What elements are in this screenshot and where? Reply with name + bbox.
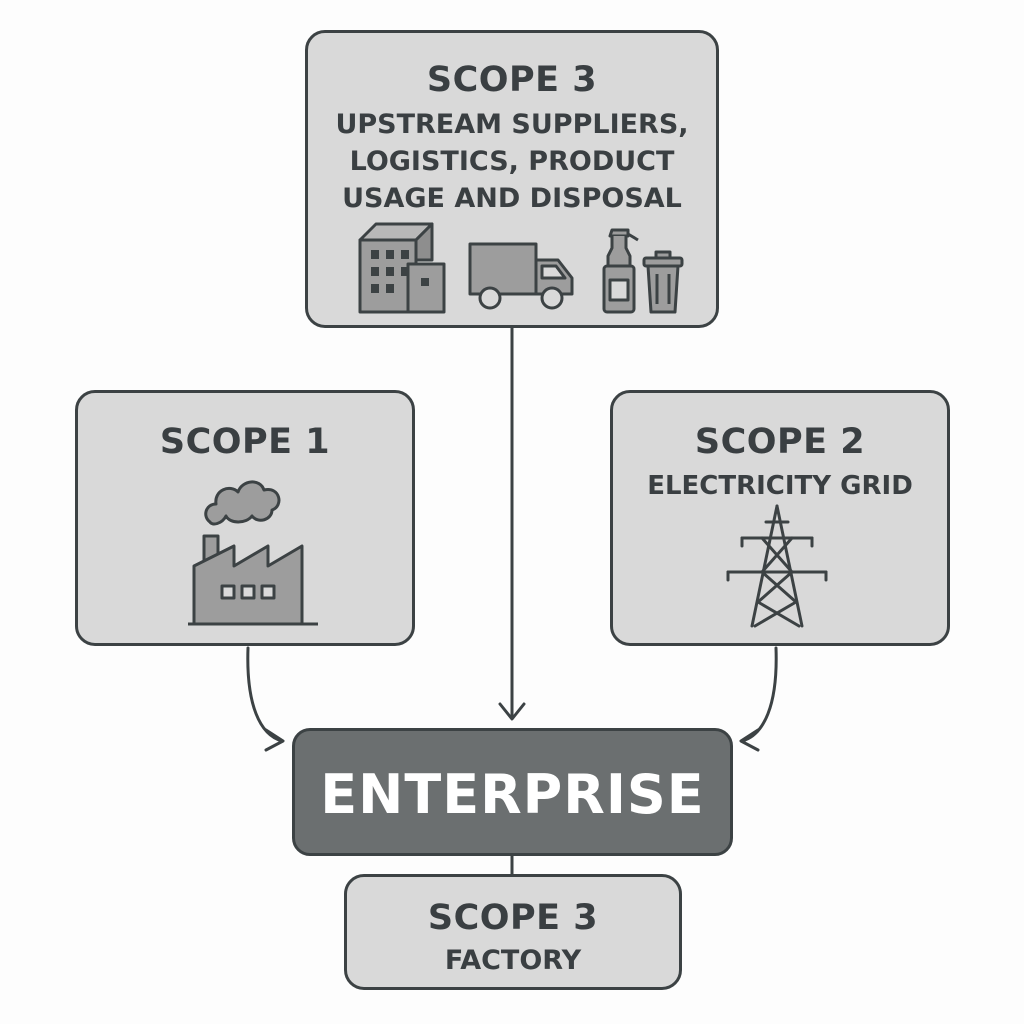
- building-icon: [358, 222, 446, 314]
- factory-icon: [188, 480, 318, 626]
- scope3-line-2: LOGISTICS, PRODUCT: [349, 146, 675, 177]
- arrow-scope1-to-enterprise: [246, 646, 284, 743]
- scope3-factory-box: SCOPE 3 FACTORY: [344, 874, 682, 990]
- power-pylon-icon: [726, 504, 828, 628]
- scope3-factory-subtitle: FACTORY: [444, 945, 582, 976]
- scope3-line-3: USAGE AND DISPOSAL: [342, 183, 682, 214]
- scope3-factory-title: SCOPE 3: [427, 898, 599, 938]
- enterprise-title: ENTERPRISE: [320, 763, 705, 826]
- arrow-scope2-to-enterprise: [740, 646, 778, 743]
- spray-bottle-icon: [602, 228, 639, 314]
- scope2-title: SCOPE 2: [694, 422, 866, 462]
- enterprise-box: ENTERPRISE: [292, 728, 733, 856]
- scope2-subtitle: ELECTRICITY GRID: [647, 471, 913, 501]
- scope2-box: SCOPE 2 ELECTRICITY GRID: [610, 390, 950, 646]
- trash-can-icon: [642, 250, 684, 314]
- truck-icon: [468, 242, 574, 310]
- scope3-title: SCOPE 3: [426, 60, 598, 100]
- scope1-title: SCOPE 1: [159, 422, 331, 462]
- scope3-line-1: UPSTREAM SUPPLIERS,: [335, 109, 689, 140]
